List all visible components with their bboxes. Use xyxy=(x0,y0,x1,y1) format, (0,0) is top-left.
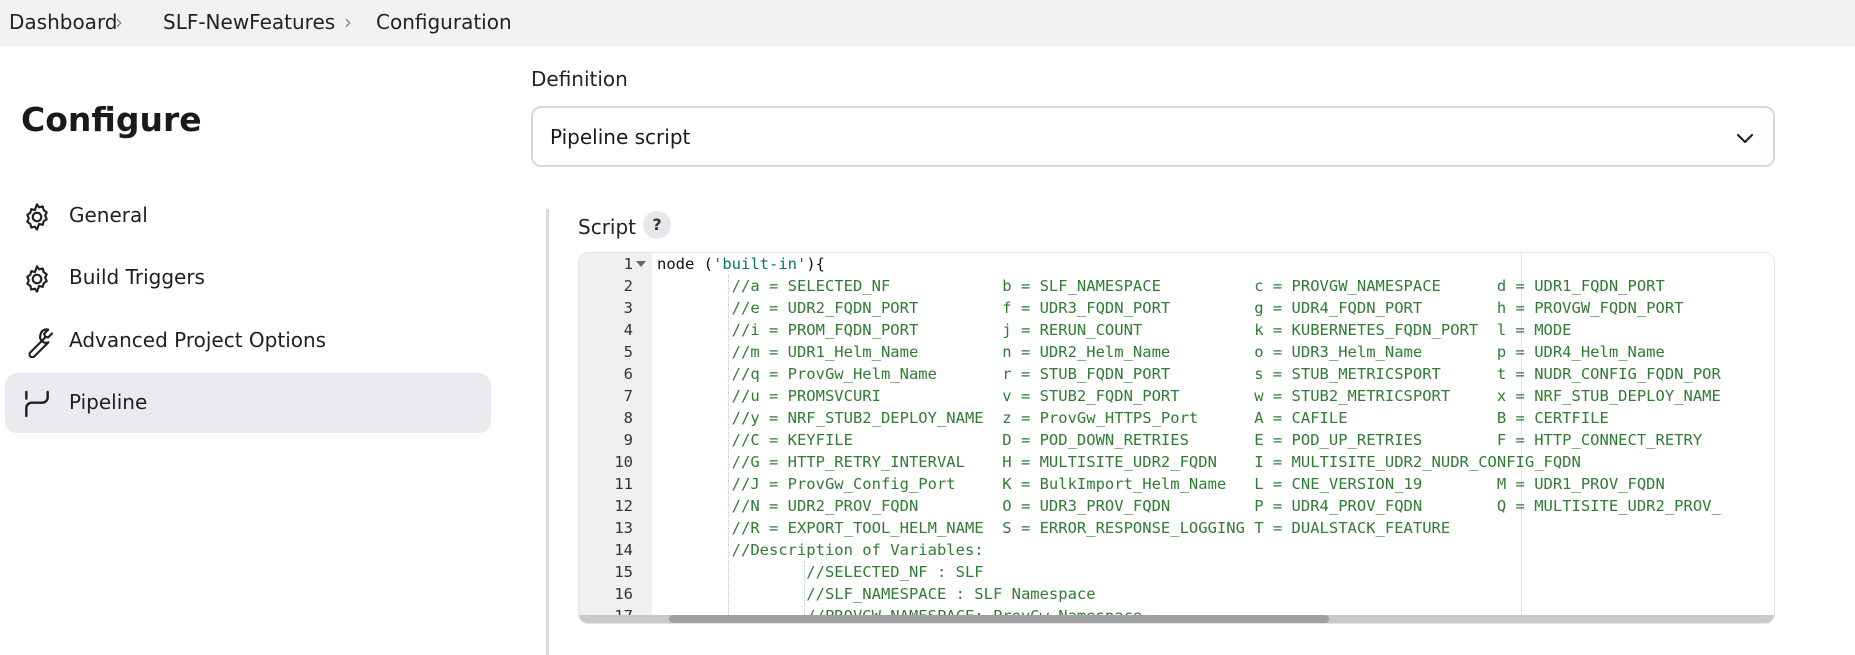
code-line: //u = PROMSVCURI v = STUB2_FQDN_PORT w =… xyxy=(657,387,1721,405)
sidebar-item-label: Advanced Project Options xyxy=(69,328,327,352)
code-line: //SELECTED_NF : SLF xyxy=(657,563,984,581)
sidebar-item-build-triggers[interactable]: Build Triggers xyxy=(5,248,491,308)
sidebar-item-general[interactable]: General xyxy=(5,186,491,246)
code-line: //C = KEYFILE D = POD_DOWN_RETRIES E = P… xyxy=(657,431,1703,449)
code-line: //y = NRF_STUB2_DEPLOY_NAME z = ProvGw_H… xyxy=(657,409,1609,427)
sidebar-item-label: General xyxy=(69,203,148,227)
code-line: //SLF_NAMESPACE : SLF Namespace xyxy=(657,585,1096,603)
script-editor[interactable]: 1234567891011121314151617 node ('built-i… xyxy=(578,252,1775,624)
line-number: 3 xyxy=(623,299,633,317)
line-number: 2 xyxy=(623,277,633,295)
code-line: //a = SELECTED_NF b = SLF_NAMESPACE c = … xyxy=(657,277,1665,295)
sidebar-item-label: Build Triggers xyxy=(69,265,205,289)
code-line: //N = UDR2_PROV_FQDN O = UDR3_PROV_FQDN … xyxy=(657,497,1721,515)
definition-select[interactable]: Pipeline script xyxy=(531,106,1775,167)
sidebar-item-pipeline[interactable]: Pipeline xyxy=(5,373,491,433)
line-number: 15 xyxy=(614,563,633,581)
line-number: 6 xyxy=(623,365,633,383)
line-number: 4 xyxy=(623,321,633,339)
breadcrumb-bar: Dashboard › SLF-NewFeatures › Configurat… xyxy=(0,0,1855,46)
section-divider xyxy=(546,209,549,655)
print-margin xyxy=(1521,253,1522,623)
line-number: 13 xyxy=(614,519,633,537)
indent-guide xyxy=(804,561,805,623)
scrollbar-thumb[interactable] xyxy=(669,615,1329,623)
code-line: //e = UDR2_FQDN_PORT f = UDR3_FQDN_PORT … xyxy=(657,299,1684,317)
code-area[interactable]: node ('built-in'){ //a = SELECTED_NF b =… xyxy=(652,253,1774,623)
code-line: //J = ProvGw_Config_Port K = BulkImport_… xyxy=(657,475,1665,493)
page-title: Configure xyxy=(21,100,202,139)
line-number: 10 xyxy=(614,453,633,471)
code-line: //m = UDR1_Helm_Name n = UDR2_Helm_Name … xyxy=(657,343,1665,361)
breadcrumb-dashboard-link[interactable]: Dashboard xyxy=(9,10,118,34)
line-number: 16 xyxy=(614,585,633,603)
horizontal-scrollbar[interactable] xyxy=(579,615,1774,623)
sidebar-item-advanced-project-options[interactable]: Advanced Project Options xyxy=(5,311,491,371)
code-line: //Description of Variables: xyxy=(657,541,984,559)
help-button[interactable]: ? xyxy=(643,211,671,239)
fold-arrow-icon[interactable] xyxy=(636,261,646,267)
line-number: 1 xyxy=(623,255,633,273)
sidebar-item-label: Pipeline xyxy=(69,390,148,414)
line-number-gutter: 1234567891011121314151617 xyxy=(579,253,652,623)
wrench-icon xyxy=(28,328,53,358)
line-number: 9 xyxy=(623,431,633,449)
breadcrumb-configuration[interactable]: Configuration xyxy=(376,10,512,34)
definition-label: Definition xyxy=(531,67,628,91)
code-line: //G = HTTP_RETRY_INTERVAL H = MULTISITE_… xyxy=(657,453,1581,471)
line-number: 5 xyxy=(623,343,633,361)
chevron-right-icon: › xyxy=(115,10,123,34)
breadcrumb-job-link[interactable]: SLF-NewFeatures xyxy=(163,10,336,34)
chevron-right-icon: › xyxy=(344,10,352,34)
line-number: 12 xyxy=(614,497,633,515)
gear-icon xyxy=(26,265,48,293)
gear-icon xyxy=(26,203,48,231)
pipeline-icon xyxy=(25,390,49,418)
line-number: 7 xyxy=(623,387,633,405)
indent-guide xyxy=(728,275,729,623)
code-line: //R = EXPORT_TOOL_HELM_NAME S = ERROR_RE… xyxy=(657,519,1451,537)
line-number: 11 xyxy=(614,475,633,493)
line-number: 8 xyxy=(623,409,633,427)
code-line: //i = PROM_FQDN_PORT j = RERUN_COUNT k =… xyxy=(657,321,1572,339)
definition-selected-value: Pipeline script xyxy=(550,125,691,149)
script-label: Script xyxy=(578,215,637,239)
chevron-down-icon xyxy=(1736,133,1754,144)
code-line: //q = ProvGw_Helm_Name r = STUB_FQDN_POR… xyxy=(657,365,1721,383)
line-number: 14 xyxy=(614,541,633,559)
code-line: node ('built-in'){ xyxy=(657,255,825,273)
